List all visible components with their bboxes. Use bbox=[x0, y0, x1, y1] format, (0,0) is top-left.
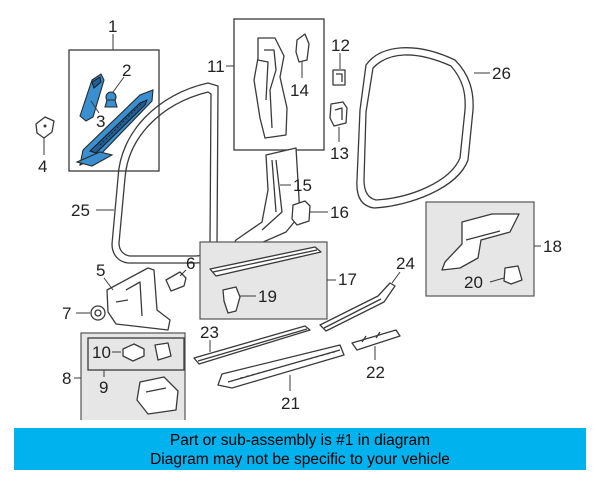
part-22-bracket bbox=[351, 329, 401, 360]
part-1-box bbox=[68, 49, 160, 172]
banner-line-1: Part or sub-assembly is #1 in diagram bbox=[169, 432, 431, 449]
part-18-group bbox=[425, 201, 541, 297]
part-13-clip bbox=[329, 101, 348, 142]
banner-line-2: Diagram may not be specific to your vehi… bbox=[150, 451, 450, 468]
info-banner: Part or sub-assembly is #1 in diagram Di… bbox=[14, 428, 586, 470]
part-25-door-seal bbox=[96, 82, 219, 264]
callout-14: 14 bbox=[290, 81, 309, 100]
part-15-pillar-trim bbox=[227, 147, 301, 254]
part-24-rear-sill bbox=[319, 271, 401, 332]
part-12-clip bbox=[332, 53, 346, 86]
callout-17: 17 bbox=[338, 270, 357, 289]
callout-6: 6 bbox=[186, 254, 195, 273]
part-23-sill-plate bbox=[193, 325, 311, 365]
part-6-clip bbox=[165, 269, 187, 292]
callout-2: 2 bbox=[122, 61, 131, 80]
callout-4: 4 bbox=[38, 157, 47, 176]
part-8-group bbox=[74, 332, 186, 420]
part-5-lower-trim bbox=[103, 267, 171, 331]
callout-22: 22 bbox=[366, 363, 385, 382]
callout-20: 20 bbox=[464, 273, 483, 292]
part-3-clip bbox=[79, 73, 105, 122]
callout-23: 23 bbox=[200, 323, 219, 342]
callout-24: 24 bbox=[396, 254, 415, 273]
part-7-grommet bbox=[76, 305, 106, 321]
part-4-clip bbox=[35, 116, 55, 155]
callout-labels: 1 2 3 4 25 11 14 12 13 26 15 16 17 18 19… bbox=[38, 17, 562, 413]
callout-9: 9 bbox=[99, 378, 108, 397]
callout-8: 8 bbox=[62, 369, 71, 388]
part-2-screw bbox=[104, 91, 118, 108]
callout-25: 25 bbox=[71, 201, 90, 220]
part-26-rear-door-seal bbox=[356, 47, 490, 209]
callout-18: 18 bbox=[543, 237, 562, 256]
part-1-trim-strip bbox=[75, 89, 154, 167]
parts-diagram: 1 2 3 4 25 11 14 12 13 26 15 16 17 18 19… bbox=[35, 17, 562, 420]
callout-12: 12 bbox=[331, 36, 350, 55]
part-21-sill-trim bbox=[217, 344, 345, 391]
callout-26: 26 bbox=[492, 64, 511, 83]
callout-16: 16 bbox=[330, 203, 349, 222]
callout-10: 10 bbox=[92, 343, 111, 362]
part-11-pillar-group bbox=[226, 18, 325, 151]
callout-21: 21 bbox=[281, 394, 300, 413]
callout-7: 7 bbox=[62, 304, 71, 323]
callout-3: 3 bbox=[96, 112, 105, 131]
part-16-clip bbox=[291, 200, 328, 226]
callout-5: 5 bbox=[96, 261, 105, 280]
callout-15: 15 bbox=[293, 176, 312, 195]
callout-1: 1 bbox=[108, 17, 117, 36]
callout-11: 11 bbox=[207, 57, 225, 76]
callout-13: 13 bbox=[330, 144, 349, 163]
part-17-group bbox=[199, 241, 336, 320]
part-1-assembly-group bbox=[68, 34, 160, 172]
callout-19: 19 bbox=[258, 287, 277, 306]
